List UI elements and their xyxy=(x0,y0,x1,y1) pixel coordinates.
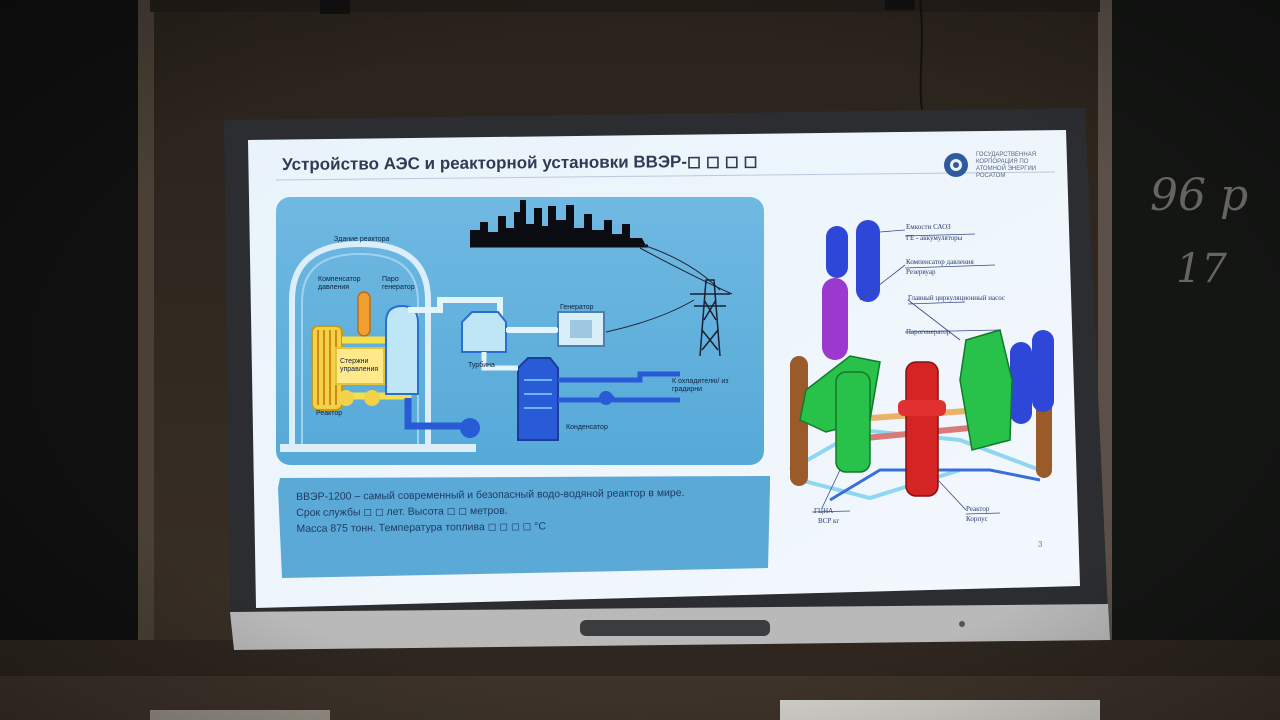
label-steam-generator: Паро генератор xyxy=(382,276,415,291)
label-control-rods: Стержни управления xyxy=(340,358,379,373)
label-pressurizer: Компенсатор давления xyxy=(318,276,361,291)
label-cooling: К охладителю/ из градирни xyxy=(672,378,729,393)
label-pump: Главный циркуляционный насос xyxy=(908,294,1005,302)
chalk-line-1: 96 р xyxy=(1150,170,1249,221)
label-generator: Генератор xyxy=(560,304,594,311)
label-hydroaccumulators: ГЕ - аккумуляторы xyxy=(906,234,963,242)
page-number: 3 xyxy=(1038,540,1043,549)
label-reactor-3d: Реактор xyxy=(966,505,990,513)
info-text: ВВЭР-1200 – самый современный и безопасн… xyxy=(296,484,756,537)
label-sapr: Емкости САОЗ xyxy=(906,223,951,231)
label-relief: Резервуар xyxy=(906,268,936,276)
slide-title: Устройство АЭС и реакторной установки ВВ… xyxy=(282,151,758,174)
label-turbine: Турбина xyxy=(468,362,495,369)
label-reactor: Реактор xyxy=(316,410,343,417)
label-steam-gen-3d: Парогенератор xyxy=(906,328,951,336)
chalk-line-2: 17 xyxy=(1176,246,1227,292)
label-gcn: ГЦНА xyxy=(814,507,834,515)
label-condenser: Конденсатор xyxy=(566,424,608,431)
label-loop: ВСР кг xyxy=(818,517,840,525)
logo-text: ГОСУДАРСТВЕННАЯ КОРПОРАЦИЯ ПО АТОМНОЙ ЭН… xyxy=(976,152,1037,179)
label-vessel: Корпус xyxy=(966,515,988,523)
label-pressurizer-3d: Компенсатор давления xyxy=(906,258,974,266)
label-containment: Здание реактора xyxy=(334,236,390,243)
